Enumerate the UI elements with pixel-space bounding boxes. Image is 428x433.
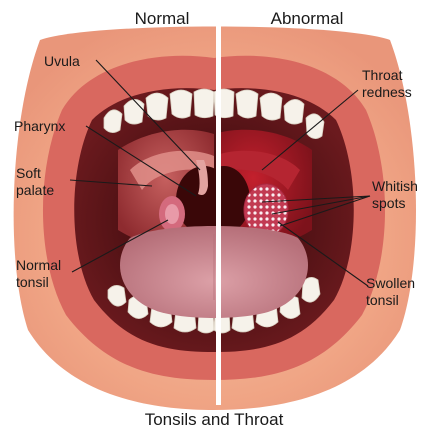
divider-line — [216, 0, 221, 405]
label-throat-redness-line2: redness — [362, 84, 412, 100]
label-soft-palate-line1: Soft — [16, 165, 41, 181]
label-swollen-tonsil-line1: Swollen — [366, 275, 415, 291]
label-pharynx: Pharynx — [14, 118, 65, 134]
label-whitish-spots-line2: spots — [372, 195, 405, 211]
label-swollen-tonsil-line2: tonsil — [366, 292, 399, 308]
header-abnormal: Abnormal — [271, 9, 344, 28]
label-whitish-spots-line1: Whitish — [372, 178, 418, 194]
label-uvula: Uvula — [44, 53, 80, 69]
label-normal-tonsil-line2: tonsil — [16, 274, 49, 290]
label-normal-tonsil-line1: Normal — [16, 257, 61, 273]
label-soft-palate-line2: palate — [16, 182, 54, 198]
header-normal: Normal — [135, 9, 190, 28]
label-throat-redness-line1: Throat — [362, 67, 403, 83]
diagram-caption: Tonsils and Throat — [145, 410, 284, 429]
